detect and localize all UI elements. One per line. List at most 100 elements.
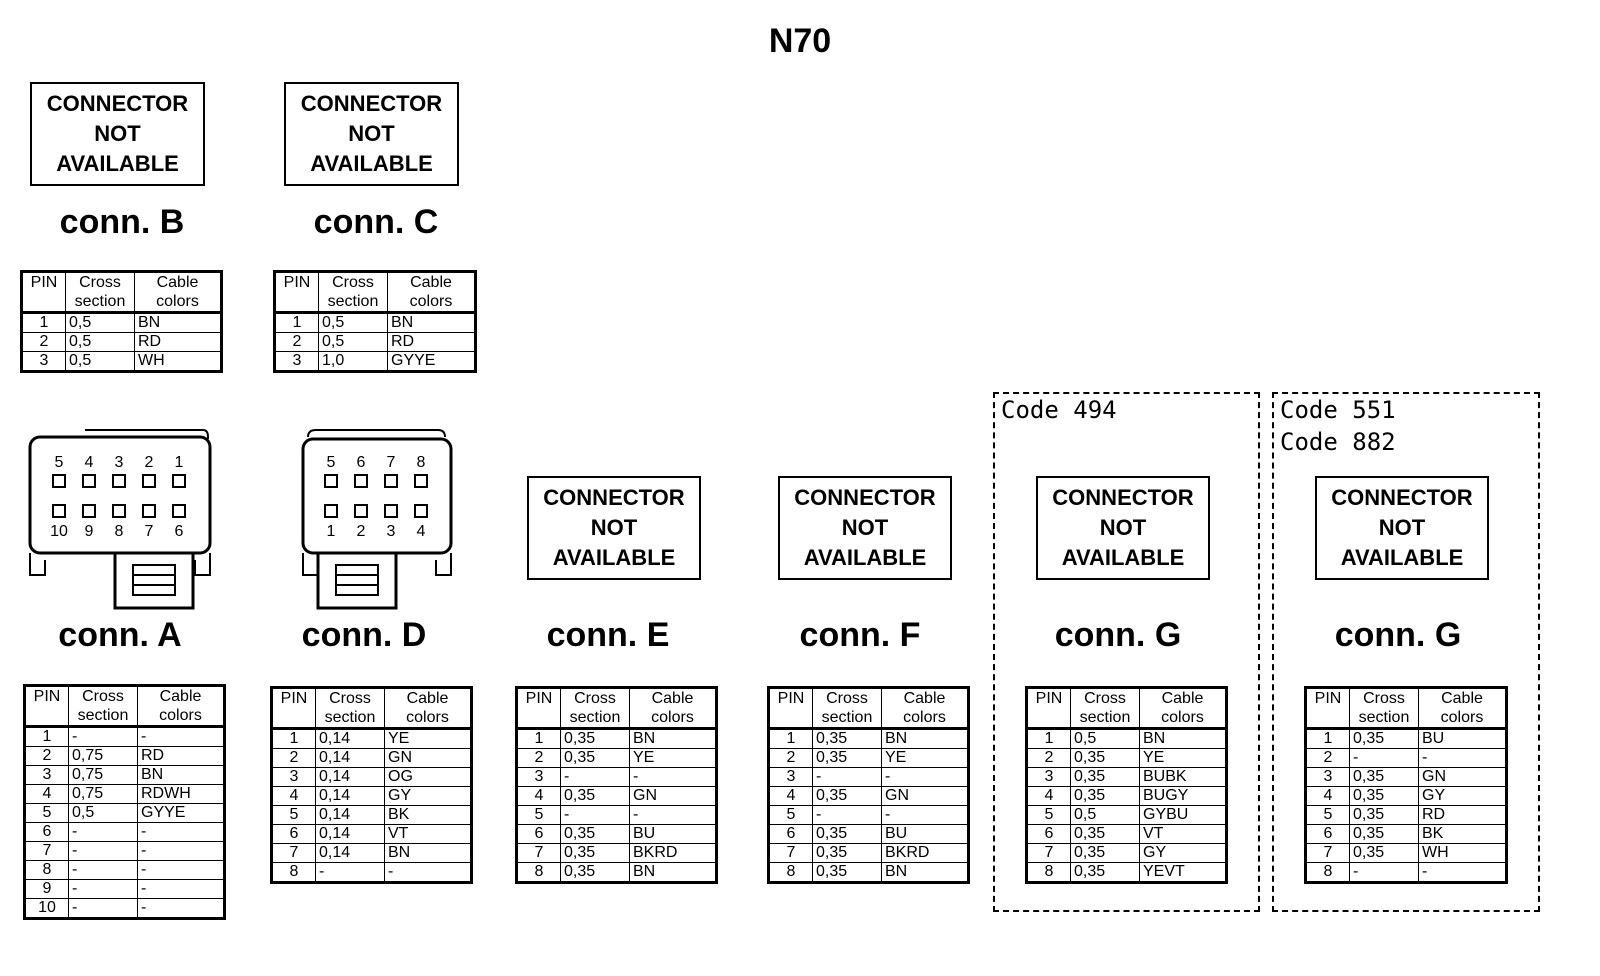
pin-cell: 7 xyxy=(24,841,69,861)
cable-color-cell: GY xyxy=(1139,843,1227,863)
cross-section-cell: 0,5 xyxy=(65,312,135,333)
pin-cell: 6 xyxy=(24,822,69,842)
pin-header: PIN xyxy=(274,271,319,314)
cable-color-cell: - xyxy=(137,726,225,747)
na-line-3: AVAILABLE xyxy=(310,151,433,176)
na-line-2: NOT xyxy=(590,515,638,540)
cross-section-cell: 0,75 xyxy=(68,746,138,766)
na-line-1: CONNECTOR xyxy=(300,91,443,116)
connector-not-available-c: CONNECTOR NOT AVAILABLE xyxy=(284,82,459,186)
na-line-2: NOT xyxy=(348,121,395,146)
cable-colors-header-line: colors xyxy=(156,293,199,310)
pin-header: PIN xyxy=(516,687,561,730)
cross-section-cell: - xyxy=(68,822,138,842)
cable-colors-header-line: Cable xyxy=(1161,690,1204,707)
cross-section-cell: 0,14 xyxy=(315,805,385,825)
pin-label: 3 xyxy=(115,454,124,471)
cable-colors-header-line: Cable xyxy=(1441,690,1483,707)
cross-section-header-line: Cross xyxy=(82,688,124,705)
pin-cell: 1 xyxy=(768,728,813,749)
conn-e-label: conn. E xyxy=(546,616,670,654)
cross-section-header-line: Cross xyxy=(329,690,371,707)
cable-color-cell: BN xyxy=(881,728,969,749)
cross-section-cell: - xyxy=(68,726,138,747)
cable-color-cell: - xyxy=(137,822,225,842)
cable-color-cell: BN xyxy=(384,843,472,863)
conn-g2-label: conn. G xyxy=(1334,616,1462,654)
na-line-1: CONNECTOR xyxy=(1052,485,1194,510)
pin-label: 4 xyxy=(417,523,426,540)
cross-section-cell: - xyxy=(315,862,385,883)
pin-cell: 8 xyxy=(1026,862,1071,883)
pin-label: 1 xyxy=(175,454,184,471)
pin-header-line: PIN xyxy=(30,274,58,291)
cable-color-cell: YE xyxy=(384,728,472,749)
pin-label: 9 xyxy=(85,523,94,540)
na-line-1: CONNECTOR xyxy=(1331,485,1473,510)
cable-color-cell: YE xyxy=(629,748,717,768)
cable-color-cell: BN xyxy=(387,312,476,333)
cable-color-cell: GYYE xyxy=(137,803,225,823)
cable-color-cell: BN xyxy=(629,862,717,883)
code-label: Code 494 xyxy=(1001,396,1117,424)
pin-label: 2 xyxy=(357,523,366,540)
cable-colors-header-line: colors xyxy=(651,709,694,726)
cable-color-cell: GYBU xyxy=(1139,805,1227,825)
cross-section-header-line: section xyxy=(327,293,379,310)
cross-section-header-line: section xyxy=(569,709,621,726)
pin-label: 4 xyxy=(85,454,94,471)
pin-header: PIN xyxy=(24,685,69,728)
cable-color-cell: VT xyxy=(384,824,472,844)
cable-color-cell: BUBK xyxy=(1139,767,1227,787)
cable-color-cell: GN xyxy=(1418,767,1507,787)
pin-cell: 7 xyxy=(271,843,316,863)
pin-label: 1 xyxy=(327,523,336,540)
pin-header: PIN xyxy=(1305,687,1350,730)
cable-color-cell: - xyxy=(629,805,717,825)
cable-color-cell: - xyxy=(881,805,969,825)
na-line-1: CONNECTOR xyxy=(46,91,189,116)
table-row: 9-- xyxy=(24,879,225,899)
pin-cell: 2 xyxy=(274,332,319,352)
cross-section-cell: 0,35 xyxy=(812,728,882,749)
na-line-1: CONNECTOR xyxy=(543,485,685,510)
table-row: 3-- xyxy=(516,767,717,787)
connector-not-available-f: CONNECTOR NOT AVAILABLE xyxy=(778,476,952,580)
cable-colors-header-line: colors xyxy=(1440,709,1484,726)
cable-color-cell: GY xyxy=(1418,786,1507,806)
table-row: 7-- xyxy=(24,841,225,861)
na-line-2: NOT xyxy=(1378,515,1426,540)
cable-color-cell: BN xyxy=(134,312,222,333)
cross-section-cell: 0,35 xyxy=(1349,824,1419,844)
cable-colors-header-line: colors xyxy=(406,709,449,726)
pin-cell: 4 xyxy=(24,784,69,804)
cross-section-cell: 0,5 xyxy=(65,332,135,352)
pin-cell: 7 xyxy=(516,843,561,863)
pin-header-line: PIN xyxy=(33,688,61,705)
table-row: 3-- xyxy=(768,767,969,787)
cross-section-cell: 0,35 xyxy=(1070,786,1140,806)
pin-cell: 2 xyxy=(1026,748,1071,768)
cross-section-cell: 0,35 xyxy=(1349,805,1419,825)
pin-cell: 1 xyxy=(274,312,319,333)
cross-section-cell: 0,14 xyxy=(315,843,385,863)
connector-d-drawing: 5 6 7 8 1 2 3 4 xyxy=(301,429,453,610)
